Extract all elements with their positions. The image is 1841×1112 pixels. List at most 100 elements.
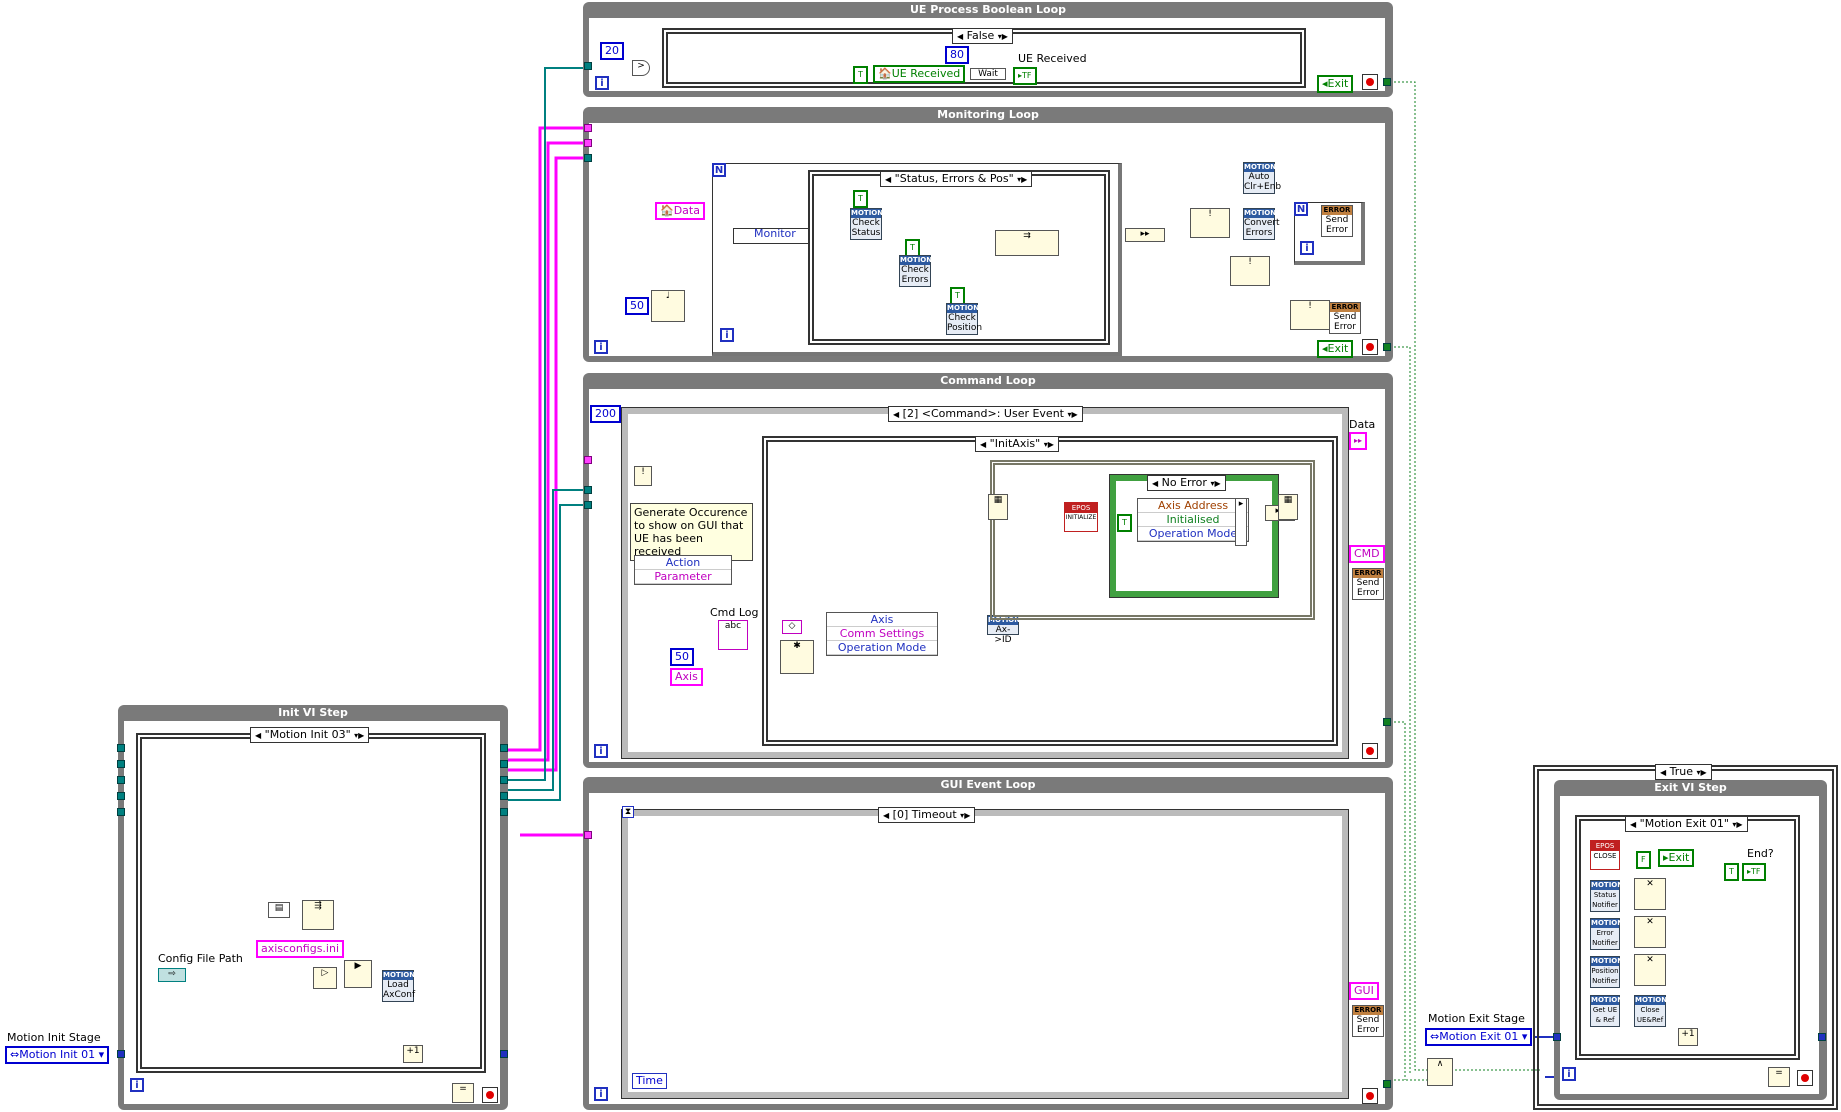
end-indicator: ▸TF bbox=[1742, 863, 1766, 881]
monitor-wait-constant: 50 bbox=[625, 297, 649, 315]
metronome-icon: ♩ bbox=[651, 290, 685, 322]
no-error-case-selector[interactable]: ◀ No Error ▾▶ bbox=[1147, 475, 1226, 491]
and-function: ∧ bbox=[1427, 1058, 1453, 1086]
operation-mode-field: Operation Mode bbox=[1138, 527, 1248, 541]
motion-init-stage-control[interactable]: ⇔Motion Init 01 ▾ bbox=[5, 1046, 110, 1064]
comm-settings-field: Comm Settings bbox=[827, 627, 937, 641]
loop-tunnel bbox=[1383, 343, 1391, 351]
increment-node: +1 bbox=[403, 1045, 423, 1063]
greater-than-function: > bbox=[632, 60, 650, 76]
ue-case-selector[interactable]: ◀ False ▾▶ bbox=[952, 28, 1013, 44]
init-case-selector[interactable]: ◀ "Motion Init 03" ▾▶ bbox=[250, 727, 370, 743]
loop-tunnel bbox=[584, 139, 592, 147]
release-notifier-node: ✕ bbox=[1634, 954, 1666, 986]
error-cluster-node: ! bbox=[1290, 300, 1330, 330]
iteration-terminal: i bbox=[1300, 241, 1314, 255]
ue-received-label: UE Received bbox=[1018, 52, 1087, 65]
stop-terminal bbox=[482, 1087, 498, 1103]
build-path-node: ⇶ bbox=[302, 900, 334, 930]
command-timeout-constant: 200 bbox=[590, 405, 621, 423]
equal-node: = bbox=[1768, 1067, 1790, 1087]
exit-outer-case-selector[interactable]: ◀ True ▾▶ bbox=[1655, 764, 1712, 780]
equal-node: = bbox=[452, 1083, 474, 1103]
loop-tunnel bbox=[584, 62, 592, 70]
stop-terminal bbox=[1362, 743, 1378, 759]
cmd-indicator: CMD bbox=[1349, 545, 1385, 563]
initaxis-case-selector[interactable]: ◀ "InitAxis" ▾▶ bbox=[975, 436, 1059, 452]
error-cluster-node: ! bbox=[1190, 208, 1230, 238]
config-file-constant: axisconfigs.ini bbox=[256, 940, 345, 958]
iteration-terminal: i bbox=[594, 1087, 608, 1101]
iteration-terminal: i bbox=[720, 328, 734, 342]
build-cluster-node: ▦ bbox=[988, 494, 1008, 520]
loop-title: Init VI Step bbox=[278, 706, 348, 719]
config-file-path-label: Config File Path bbox=[158, 952, 243, 965]
action-parameter-unbundle: Action Parameter bbox=[634, 555, 732, 585]
occurrence-node: ! bbox=[634, 466, 652, 486]
axis-count-constant: 50 bbox=[670, 648, 694, 666]
loop-tunnel bbox=[117, 792, 125, 800]
loop-tunnel bbox=[117, 1050, 125, 1058]
ue-received-indicator: ▸TF bbox=[1013, 67, 1037, 85]
true-constant: T bbox=[853, 66, 868, 84]
stop-terminal bbox=[1362, 339, 1378, 355]
gui-indicator: GUI bbox=[1349, 982, 1379, 1000]
increment-node: +1 bbox=[1678, 1028, 1698, 1046]
loop-title: Monitoring Loop bbox=[937, 108, 1039, 121]
count-terminal: N bbox=[712, 163, 726, 177]
loop-tunnel bbox=[1818, 1033, 1826, 1041]
loop-tunnel bbox=[584, 456, 592, 464]
loop-tunnel bbox=[584, 154, 592, 162]
inner-sequence-frame bbox=[990, 460, 1315, 620]
motion-exit-stage-control[interactable]: ⇔Motion Exit 01 ▾ bbox=[1425, 1028, 1533, 1046]
for-loop bbox=[712, 163, 1122, 356]
iteration-terminal: i bbox=[594, 340, 608, 354]
data-label: Data bbox=[1349, 418, 1376, 431]
loop-tunnel bbox=[117, 808, 125, 816]
time-label: Time bbox=[632, 1073, 667, 1089]
count-terminal: N bbox=[1294, 202, 1308, 216]
hourglass-icon: ⧗ bbox=[622, 806, 634, 818]
true-constant: T bbox=[1117, 514, 1132, 532]
stop-terminal bbox=[1797, 1070, 1813, 1086]
end-label: End? bbox=[1747, 847, 1774, 860]
loop-tunnel bbox=[500, 744, 508, 752]
gui-event-selector[interactable]: ◀ [0] Timeout ▾▶ bbox=[878, 807, 976, 823]
release-notifier-node: ✕ bbox=[1634, 916, 1666, 948]
ue-wait-constant: 80 bbox=[945, 46, 969, 64]
iteration-terminal: i bbox=[595, 76, 609, 90]
release-notifier-node: ✕ bbox=[1634, 878, 1666, 910]
monitor-case-selector[interactable]: ◀ "Status, Errors & Pos" ▾▶ bbox=[880, 171, 1033, 187]
exit-case-selector[interactable]: ◀ "Motion Exit 01" ▾▶ bbox=[1625, 816, 1748, 832]
loop-title: Command Loop bbox=[940, 374, 1036, 387]
stop-terminal bbox=[1362, 1088, 1378, 1104]
error-cluster-node: ! bbox=[1230, 256, 1270, 286]
parameter-label: Parameter bbox=[635, 570, 731, 584]
loop-tunnel bbox=[1383, 718, 1391, 726]
true-constant: T bbox=[1724, 863, 1739, 881]
folder-icon: ▤ bbox=[268, 902, 290, 918]
event-selector[interactable]: ◀ [2] <Command>: User Event ▾▶ bbox=[888, 406, 1083, 422]
loop-tunnel bbox=[584, 124, 592, 132]
false-constant: F bbox=[1636, 851, 1651, 869]
loop-tunnel bbox=[1383, 78, 1391, 86]
loop-tunnel bbox=[500, 808, 508, 816]
initialised-field: Initialised bbox=[1138, 513, 1248, 527]
loop-title: Exit VI Step bbox=[1654, 781, 1727, 794]
ue-count-constant: 20 bbox=[600, 42, 624, 60]
build-array-node: ⇉ bbox=[995, 230, 1059, 256]
axis-field: Axis bbox=[827, 613, 937, 627]
loop-tunnel bbox=[584, 501, 592, 509]
